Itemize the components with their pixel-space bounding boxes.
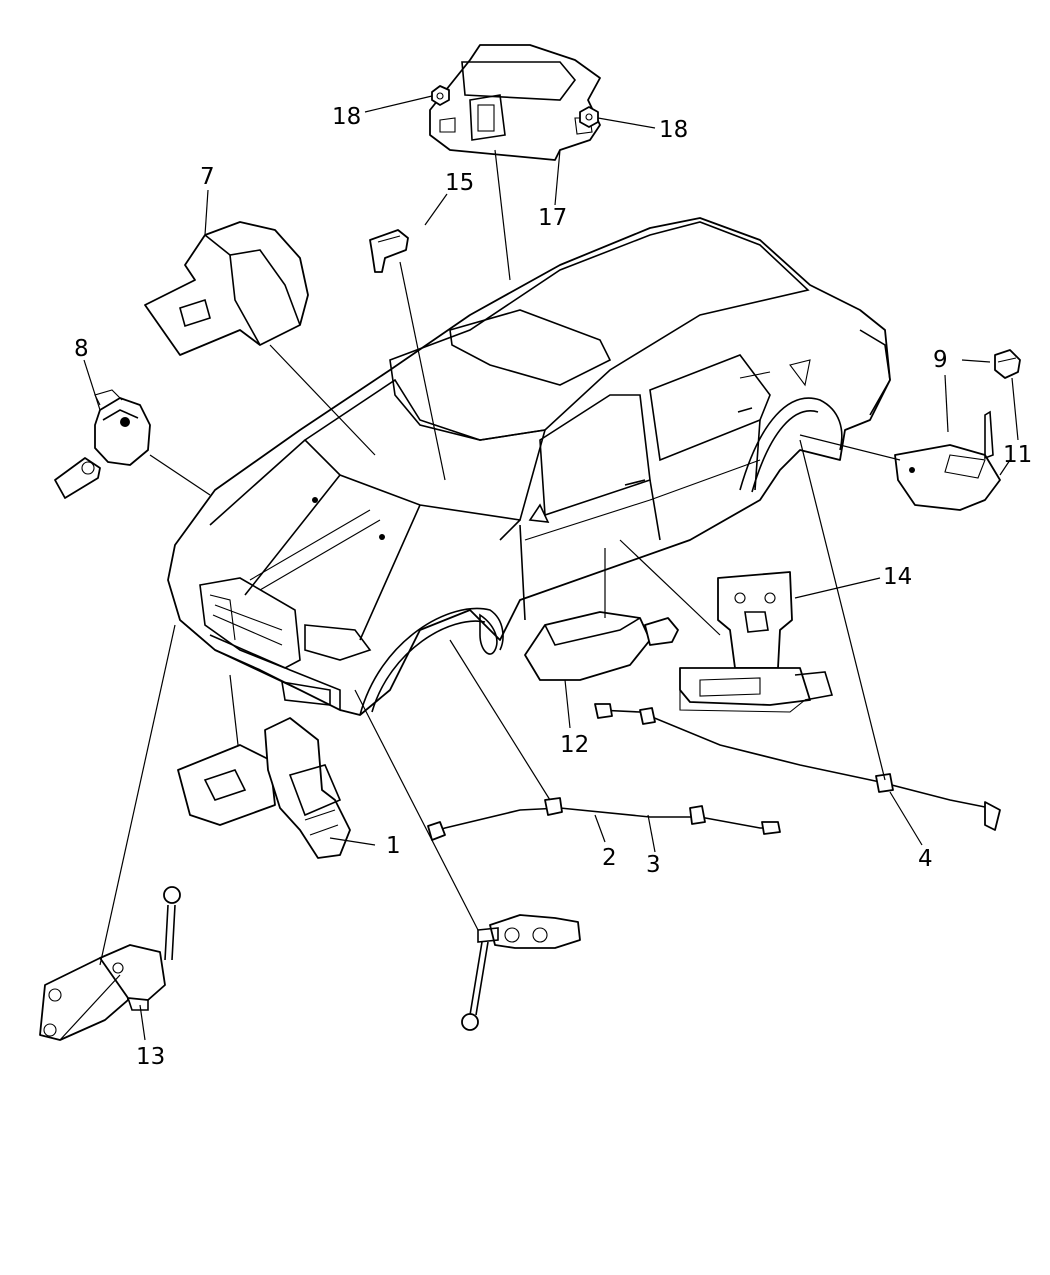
callout-labels: 18 18 17 15 7 8 9 11 14 12 1 2 3 4 13 xyxy=(74,104,1032,1070)
part-15-sensor xyxy=(369,229,409,273)
part-17-module xyxy=(429,44,601,161)
part-8-sensor xyxy=(54,389,151,499)
part-height-sensor-rear xyxy=(461,914,581,1031)
callout-15: 15 xyxy=(445,170,474,196)
callout-14: 14 xyxy=(883,564,912,590)
callout-3: 3 xyxy=(646,852,661,878)
callout-13: 13 xyxy=(136,1044,165,1070)
callout-2: 2 xyxy=(602,845,617,871)
part-12-sensor xyxy=(524,611,679,681)
callout-18-right: 18 xyxy=(659,117,688,143)
callout-7: 7 xyxy=(200,164,215,190)
part-18-nut-left xyxy=(431,85,450,106)
callout-9: 9 xyxy=(933,347,948,373)
callout-11: 11 xyxy=(1003,442,1032,468)
callout-18-left: 18 xyxy=(332,104,361,130)
part-11-tpms-sensor xyxy=(894,410,1001,511)
part-18-nut-right xyxy=(579,106,599,128)
callout-12: 12 xyxy=(560,732,589,758)
part-7-module xyxy=(144,221,309,356)
callout-1: 1 xyxy=(386,833,401,859)
callout-4: 4 xyxy=(918,846,933,872)
car-body xyxy=(167,217,891,716)
callout-8: 8 xyxy=(74,336,89,362)
part-4-speed-sensor-cable xyxy=(594,703,1001,831)
part-9-valve-cap xyxy=(994,349,1021,379)
part-1-sensor xyxy=(177,717,351,859)
part-14-bracket-sensor xyxy=(679,571,834,713)
part-13-height-sensor xyxy=(39,886,181,1041)
callout-17: 17 xyxy=(538,205,567,231)
part-2-3-speed-sensor-cable xyxy=(427,797,781,841)
leader-lines xyxy=(59,95,1019,1041)
